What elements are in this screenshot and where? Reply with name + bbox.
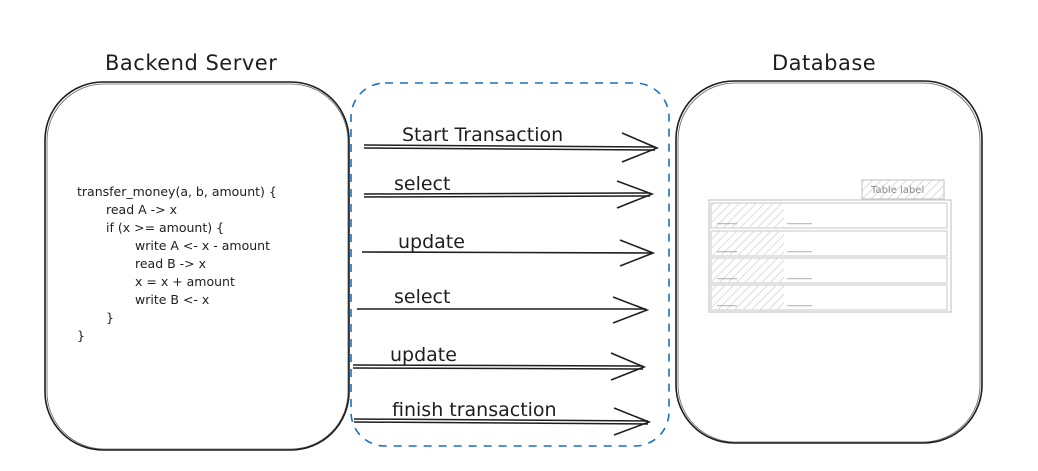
- code-line: read B -> x: [135, 256, 206, 271]
- table-row: ____ _____: [710, 202, 948, 229]
- table-label: Table label: [870, 185, 924, 196]
- table-row: ____ _____: [710, 284, 948, 311]
- table-cell: _____: [786, 269, 813, 280]
- table-cell: ____: [716, 214, 738, 225]
- message-label: Start Transaction: [402, 124, 563, 146]
- code-line: transfer_money(a, b, amount) {: [77, 184, 277, 199]
- arrow-finish-transaction: finish transaction: [353, 399, 652, 436]
- code-line: read A -> x: [106, 202, 177, 217]
- message-label: select: [394, 173, 450, 195]
- backend-server-box: [44, 81, 350, 451]
- backend-server-title: Backend Server: [105, 51, 277, 75]
- table-placeholder: Table label ____ _____ ____ _____ ____ _…: [708, 179, 952, 313]
- message-label: finish transaction: [392, 399, 557, 421]
- table-cell: ____: [716, 269, 738, 280]
- table-cell: _____: [786, 242, 813, 253]
- table-cell: _____: [786, 296, 813, 307]
- code-line: }: [106, 310, 114, 325]
- transaction-group: [350, 82, 670, 447]
- code-line: }: [77, 328, 85, 343]
- database-box: [675, 80, 983, 444]
- arrow-select-1: select: [363, 173, 655, 209]
- message-label: update: [398, 231, 465, 253]
- message-label: update: [390, 344, 457, 366]
- code-line: write A <- x - amount: [135, 238, 270, 253]
- code-line: x = x + amount: [135, 274, 235, 289]
- table-row: ____ _____: [710, 230, 948, 257]
- arrow-update-2: update: [352, 344, 647, 381]
- code-line: write B <- x: [135, 292, 209, 307]
- arrow-start-transaction: Start Transaction: [363, 124, 660, 163]
- code-block: transfer_money(a, b, amount) { read A ->…: [77, 184, 277, 343]
- arrow-select-2: select: [357, 286, 650, 324]
- message-label: select: [394, 286, 450, 308]
- table-cell: ____: [716, 296, 738, 307]
- table-cell: _____: [786, 214, 813, 225]
- code-line: if (x >= amount) {: [106, 220, 224, 235]
- table-row: ____ _____: [710, 257, 948, 284]
- arrow-update-1: update: [361, 231, 656, 267]
- database-title: Database: [772, 51, 876, 75]
- table-cell: ____: [716, 242, 738, 253]
